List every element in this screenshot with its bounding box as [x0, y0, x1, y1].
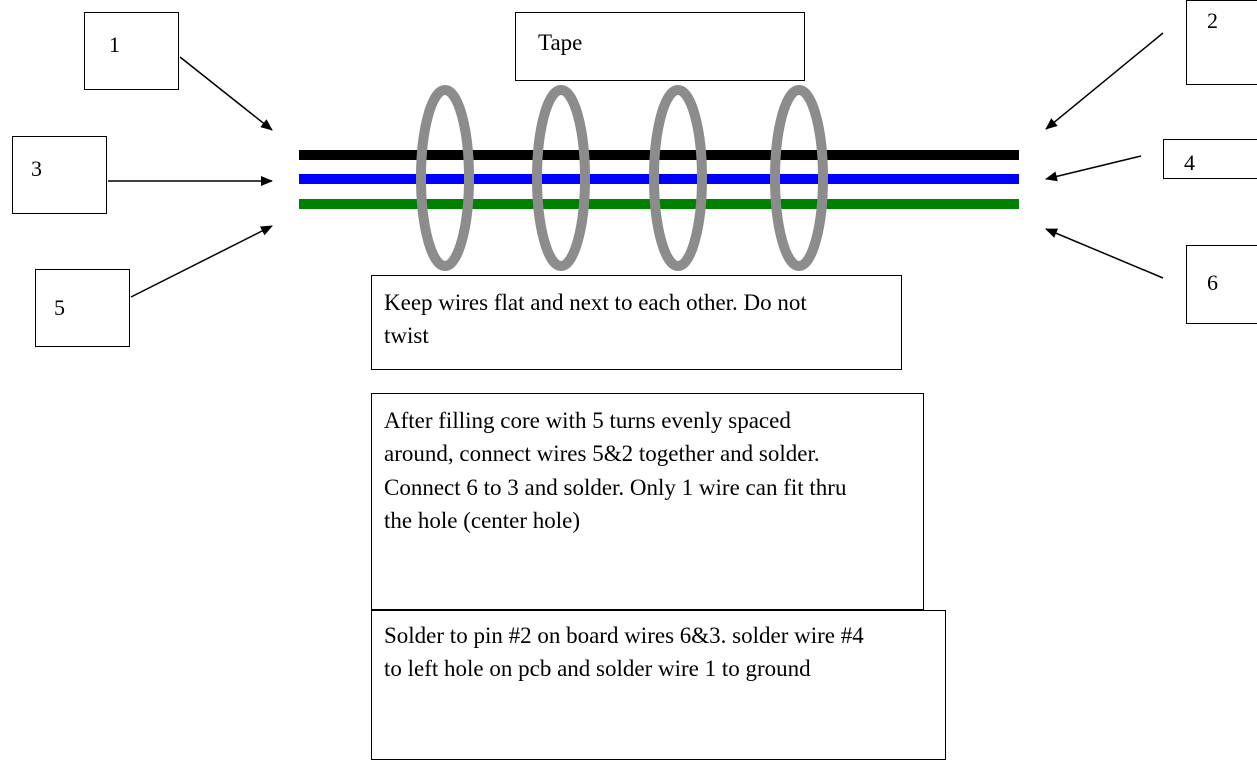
label-2-text: 2	[1207, 8, 1218, 33]
tape-rings	[416, 85, 828, 271]
label-4-text: 4	[1184, 150, 1195, 175]
label-3-text: 3	[31, 156, 42, 181]
tape-ring-4	[770, 85, 828, 271]
arrow-wire-5	[130, 225, 273, 298]
label-box-3: 3	[12, 136, 107, 214]
label-box-4: 4	[1163, 139, 1257, 179]
note-keep-flat-text: Keep wires flat and next to each other. …	[384, 290, 807, 349]
arrow-wire-6	[1045, 228, 1164, 279]
note-winding-text: After filling core with 5 turns evenly s…	[384, 408, 847, 534]
arrow-wire-1	[179, 56, 273, 131]
tape-ring-1	[416, 85, 474, 271]
note-soldering: Solder to pin #2 on board wires 6&3. sol…	[371, 610, 946, 760]
note-keep-flat: Keep wires flat and next to each other. …	[371, 275, 902, 370]
tape-label-box: Tape	[515, 12, 805, 81]
note-soldering-text: Solder to pin #2 on board wires 6&3. sol…	[384, 623, 864, 682]
tape-ring-3	[649, 85, 707, 271]
arrow-wire-4	[1045, 155, 1142, 182]
arrows	[108, 32, 1164, 298]
label-box-2: 2	[1186, 0, 1257, 85]
tape-label: Tape	[538, 30, 583, 55]
label-box-5: 5	[35, 269, 130, 347]
arrow-wire-2	[1045, 32, 1164, 130]
label-1-text: 1	[109, 32, 120, 57]
label-box-6: 6	[1186, 245, 1257, 324]
label-box-1: 1	[84, 12, 179, 90]
tape-ring-2	[532, 85, 590, 271]
label-6-text: 6	[1207, 270, 1218, 295]
label-5-text: 5	[54, 295, 65, 320]
note-winding: After filling core with 5 turns evenly s…	[371, 393, 924, 610]
